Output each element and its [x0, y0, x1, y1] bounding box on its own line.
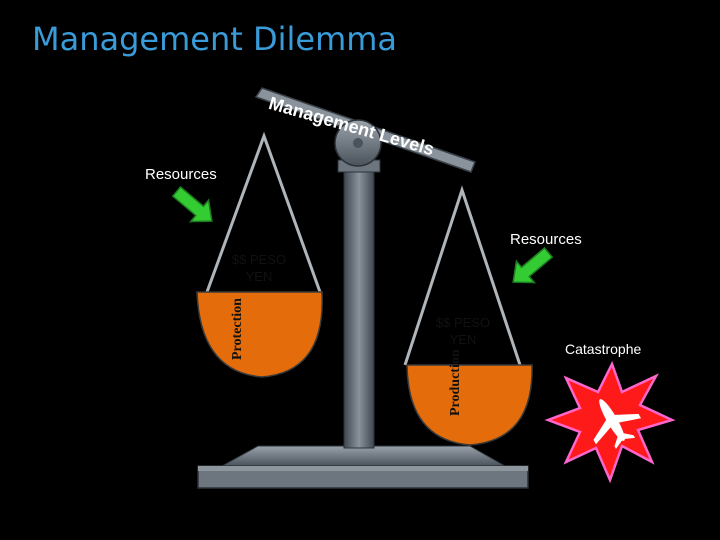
green-down-right-arrow-icon [171, 185, 213, 223]
production-label: Production [448, 349, 463, 416]
protection-label: Protection [230, 298, 245, 360]
right-resources-label: Resources [510, 231, 582, 248]
right-pan-hanger [403, 185, 522, 366]
right-money-line2: YEN [449, 332, 477, 347]
protection-bowl [196, 291, 323, 378]
right-money-line1: $$ PESO [435, 315, 491, 330]
left-pan-hanger [205, 131, 322, 293]
left-resources-label: Resources [145, 166, 217, 183]
production-bowl [406, 364, 533, 446]
scale-beam [254, 87, 476, 173]
left-money-line2: YEN [245, 269, 273, 284]
green-down-left-arrow-icon [512, 246, 554, 284]
scale-pillar [337, 159, 381, 449]
right-money-label: $$ PESO YEN [418, 314, 508, 348]
slide-title: Management Dilemma [32, 20, 398, 58]
left-money-label: $$ PESO YEN [214, 251, 304, 285]
catastrophe-label: Catastrophe [565, 341, 642, 357]
scale-base [197, 445, 529, 489]
airplane-crash-icon [593, 399, 642, 449]
left-money-line1: $$ PESO [231, 252, 287, 267]
